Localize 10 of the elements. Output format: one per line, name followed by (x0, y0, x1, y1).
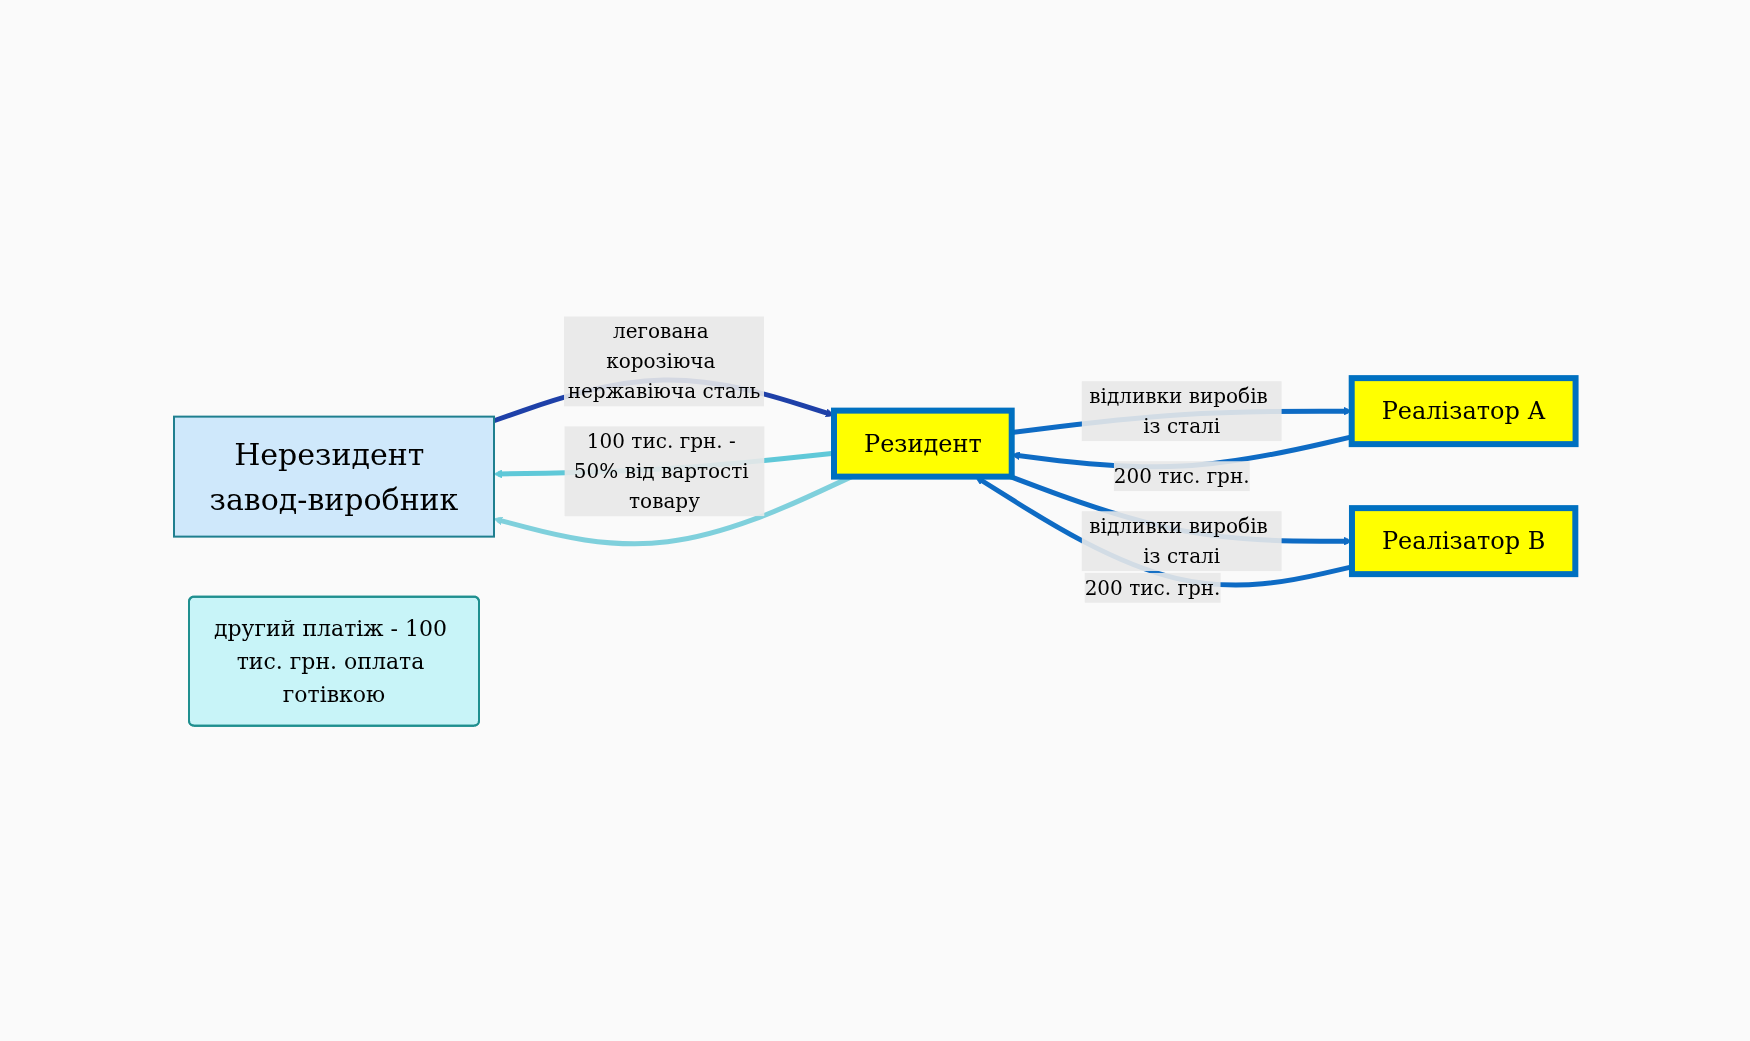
node-box: Реалізатор В (1349, 504, 1579, 577)
edge-label: 100 тис. грн. - 50% від вартості товару (574, 428, 749, 513)
edge-label: 200 тис. грн. (1084, 575, 1221, 600)
edge-label: відливки виробів із сталі (1089, 513, 1269, 568)
node-box: Реалізатор А (1348, 374, 1579, 447)
node-box: Нерезидент завод-виробник (173, 415, 496, 538)
edge-label: відливки виробів із сталі (1089, 383, 1269, 438)
edge-label: легована корозіюча нержавіюча сталь (567, 318, 761, 403)
edge-label: 200 тис. грн. (1114, 463, 1250, 488)
node-box: Резидент (831, 407, 1015, 480)
